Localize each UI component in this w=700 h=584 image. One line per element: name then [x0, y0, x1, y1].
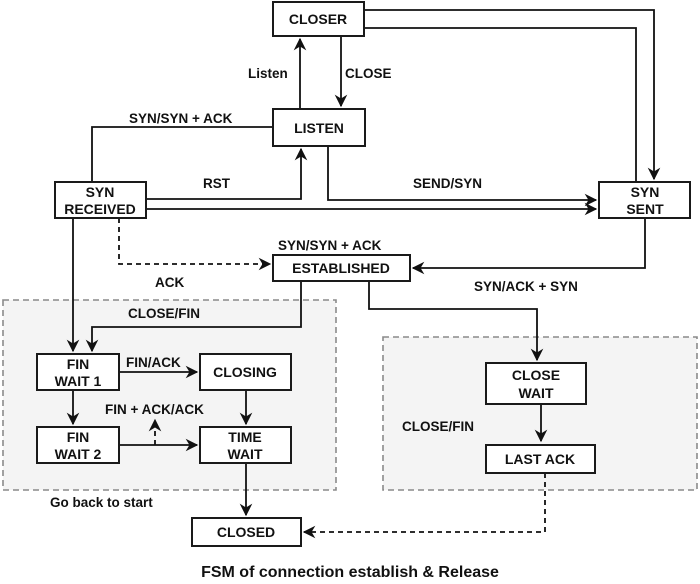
label-listen: Listen: [248, 66, 288, 81]
state-closed: CLOSED: [191, 517, 302, 547]
label-ack: ACK: [155, 275, 184, 290]
edge-listen-to-syn-sent: [327, 146, 598, 207]
state-closed-label: CLOSED: [217, 524, 275, 540]
edge-established-to-fin-wait-1: [85, 281, 302, 353]
state-established: ESTABLISHED: [272, 254, 411, 282]
edge-syn-received-to-listen: [146, 147, 308, 200]
label-rst: RST: [203, 176, 231, 191]
label-send-syn: SEND/SYN: [413, 176, 482, 191]
state-syn-received-line2: RECEIVED: [64, 201, 136, 217]
state-listen-label: LISTEN: [294, 120, 344, 136]
state-last-ack-label: LAST ACK: [505, 451, 575, 467]
state-fin-wait-2-line1: FIN: [67, 429, 90, 445]
label-close: CLOSE: [345, 66, 392, 81]
state-fin-wait-1-line2: WAIT 1: [55, 373, 102, 389]
go-back-to-start-note: Go back to start: [50, 495, 153, 510]
state-syn-sent-line1: SYN: [631, 184, 660, 200]
state-fin-wait-2: FIN WAIT 2: [36, 426, 120, 464]
state-fin-wait-1: FIN WAIT 1: [36, 353, 120, 391]
label-close-fin-active: CLOSE/FIN: [128, 306, 200, 321]
label-syn-ack-syn: SYN/ACK + SYN: [474, 279, 578, 294]
state-listen: LISTEN: [272, 108, 366, 147]
edge-syn-sent-to-established: [411, 218, 646, 275]
label-syn-syn-ack: SYN/SYN + ACK: [129, 111, 233, 126]
state-closing: CLOSING: [199, 353, 292, 391]
state-syn-received: SYN RECEIVED: [54, 181, 147, 219]
state-time-wait-line1: TIME: [228, 429, 261, 445]
state-time-wait: TIME WAIT: [199, 426, 292, 464]
edge-syn-sent-to-closer: [364, 27, 637, 182]
label-fin-ack: FIN/ACK: [126, 355, 181, 370]
label-close-fin-passive: CLOSE/FIN: [402, 419, 474, 434]
label-fin-ack-ack: FIN + ACK/ACK: [105, 402, 204, 417]
state-fin-wait-1-line1: FIN: [67, 356, 90, 372]
state-syn-received-line1: SYN: [86, 184, 115, 200]
state-close-wait-line2: WAIT: [519, 385, 554, 401]
edge-listen-to-syn-received: [91, 126, 273, 182]
state-closer: CLOSER: [272, 1, 365, 37]
state-established-label: ESTABLISHED: [292, 260, 390, 276]
state-syn-sent: SYN SENT: [598, 181, 691, 219]
label-established-syn-syn-ack: SYN/SYN + ACK: [278, 238, 382, 253]
edge-last-ack-to-closed: [302, 473, 546, 539]
state-close-wait: CLOSE WAIT: [485, 362, 587, 405]
state-last-ack: LAST ACK: [485, 444, 596, 474]
state-close-wait-line1: CLOSE: [512, 367, 560, 383]
state-closer-label: CLOSER: [289, 11, 347, 27]
state-fin-wait-2-line2: WAIT 2: [55, 446, 102, 462]
edge-closer-to-syn-sent: [364, 9, 661, 181]
state-closing-label: CLOSING: [213, 364, 277, 380]
diagram-title: FSM of connection establish & Release: [201, 564, 499, 581]
state-time-wait-line2: WAIT: [228, 446, 263, 462]
edge-syn-received-to-established: [118, 218, 272, 271]
state-syn-sent-line2: SENT: [626, 201, 664, 217]
edge-established-to-close-wait: [368, 281, 544, 362]
